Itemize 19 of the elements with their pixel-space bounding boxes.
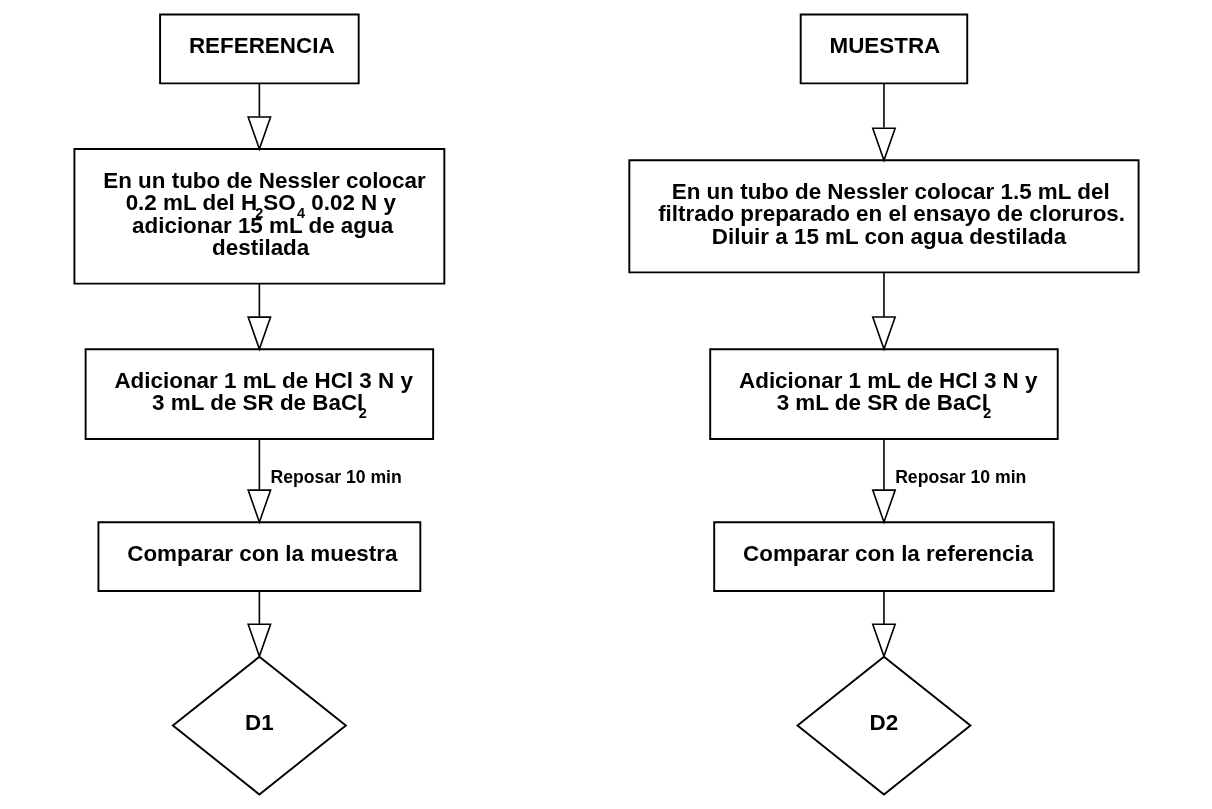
node-box: En un tubo de Nessler colocar 0.2 mL del H$_{2}$SO$_{4}$ 0.02 N y adicionar 15 mL de agua destilada [72, 148, 445, 285]
node-box: En un tubo de Nessler colocar 1.5 mL del filtrado preparado en el ensayo de cloruros. Diluir a 15 mL con agua destilada [627, 159, 1140, 274]
node-box: Comparar con la referencia [712, 521, 1055, 593]
node-box: MUESTRA [799, 13, 968, 85]
edge-label: Reposar 10 min [894, 467, 1026, 488]
edge-label: Reposar 10 min [270, 467, 402, 488]
node-diamond: D2 [795, 655, 972, 796]
arrow [246, 438, 272, 525]
node-diamond: D1 [170, 655, 347, 796]
arrow [871, 591, 896, 659]
arrow [246, 83, 272, 152]
arrow [246, 283, 272, 352]
arrow [871, 271, 896, 352]
node-box: REFERENCIA [158, 13, 360, 85]
arrow [871, 438, 896, 525]
arrow [246, 591, 272, 659]
node-box: Adicionar 1 mL de HCl 3 N y 3 mL de SR de BaCl$_{2}$ [84, 348, 434, 440]
arrow [871, 83, 896, 163]
node-box: Comparar con la muestra [96, 521, 421, 593]
